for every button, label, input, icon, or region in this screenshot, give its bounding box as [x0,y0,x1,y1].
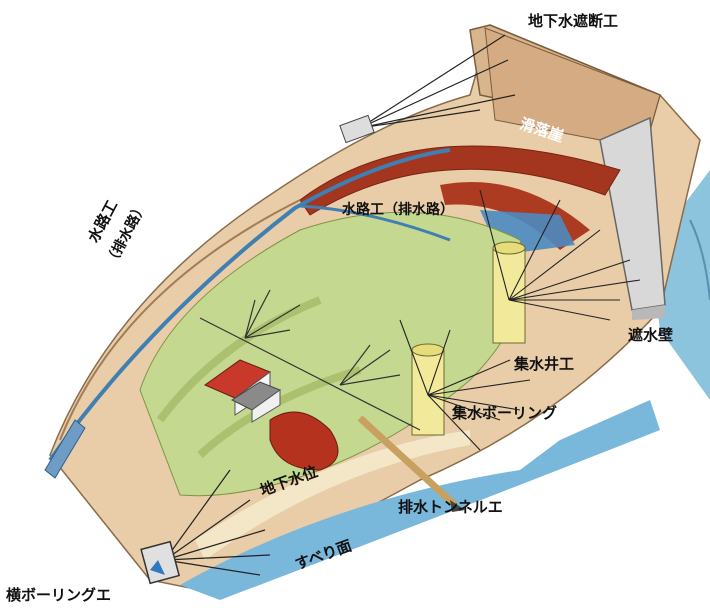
groundwater-band [195,430,470,560]
water-drip [150,560,165,575]
label-collecting-boring: 集水ボーリング [452,404,558,422]
label-groundwater-cutoff: 地下水遮断工 [528,12,619,30]
drainage-pipes [199,289,421,431]
well-boring-lines [399,189,641,451]
river-bank [689,219,710,301]
label-collecting-well: 集水井工 [514,355,575,373]
landslide-scarp [299,145,621,216]
label-drainage-tunnel: 排水トンネルエ [398,498,503,516]
slide-block-terrace-1 [156,296,322,423]
house-grey [230,381,282,423]
horizontal-boring-head [140,540,181,585]
label-cutoff-wall: 遮水壁 [628,326,674,344]
horizontal-boring-lines [164,469,271,576]
left-cliff [59,199,301,441]
label-waterway-drainage: 水路工（排水路） [342,202,454,218]
drainage-tunnel-tip [450,500,465,512]
drainage-channel [48,148,451,462]
collecting-well-lower [411,343,445,436]
drainage-outlet [44,419,86,479]
drainage-branch [299,204,451,242]
red-field [269,411,339,471]
collecting-well-upper [492,241,526,344]
cutoff-boring-lines [359,34,516,129]
cutoff-wall-face [632,305,665,320]
river [650,170,710,400]
label-horizontal-boring: 横ボーリングエ [6,586,112,604]
cutoff-boring-head [339,114,375,144]
drainage-tunnel [357,415,458,508]
slip-surface-band [180,400,660,600]
